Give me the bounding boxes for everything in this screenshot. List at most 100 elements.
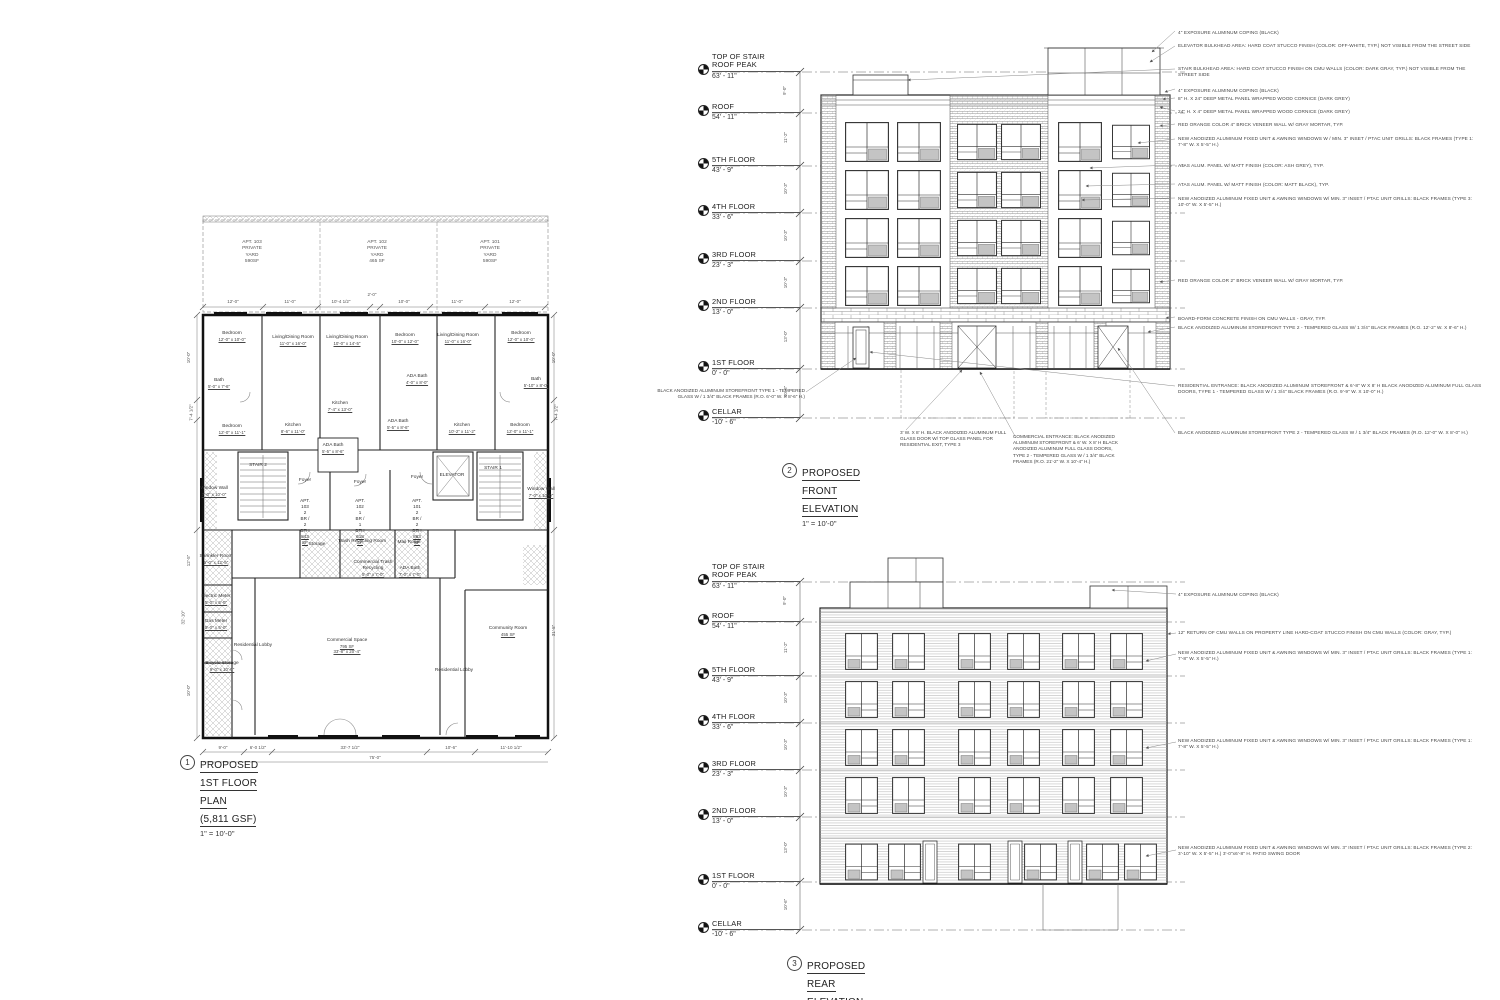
drawing-number: 3 [787, 956, 802, 971]
plan-dim: 10'-0" [186, 351, 192, 364]
plan-dim: 6'-0 1/2" [249, 745, 267, 750]
room-label: Mail Room [397, 540, 421, 545]
plan-dim: 12'-0" [509, 299, 521, 304]
elevation-note: RED ORANGE COLOR 4" BRICK VENEER WALL W/… [1178, 122, 1344, 127]
floor-height-dim: 10'-3" [783, 229, 789, 242]
datum-icon [698, 715, 709, 726]
elevation-note: BLACK ANODIZED ALUMINUM STOREFRONT TYPE … [657, 388, 805, 400]
plan-dim: 12'-0" [227, 299, 239, 304]
elevation-note: STAIR BULKHEAD AREA: HARD COAT STUCCO FI… [1178, 66, 1466, 78]
datum-icon [698, 809, 709, 820]
datum-icon [698, 64, 709, 75]
plan-dim: 12'-5" [186, 554, 192, 567]
plan-dim: 7'-4 1/2" [188, 404, 194, 421]
plan-dim: 10'-0" [398, 299, 410, 304]
datum-icon [698, 922, 709, 933]
floor-height-dim: 11'-2" [783, 131, 789, 144]
room-label: Residential Lobby [434, 668, 474, 673]
front-elevation-linework [712, 30, 1185, 439]
drawing-title: PROPOSED 1ST FLOOR PLAN (5,811 GSF) [200, 760, 259, 827]
front-leader-lines [805, 30, 1176, 439]
floor-height-dim: 10'-3" [783, 785, 789, 798]
floor-height-dim: 10'-6" [783, 898, 789, 911]
plan-dim: 11'-10 1/2" [500, 745, 522, 750]
datum-icon [698, 410, 709, 421]
room-label: Trash Recycling Room [337, 539, 387, 544]
drawing-number: 2 [782, 463, 797, 478]
plan-total-dim: 75'-0" [369, 755, 381, 760]
plan-dim: 10'-6" [445, 745, 457, 750]
front-entry-doors [852, 325, 1129, 369]
level-marker: CELLAR-10' - 6" [698, 919, 800, 939]
room-label: Residential Lobby [233, 643, 273, 648]
datum-icon [698, 361, 709, 372]
floor-height-dim: 13'-0" [783, 330, 789, 343]
rear-patio-doors [922, 840, 1083, 884]
room-label: STAIR 1 [484, 466, 502, 471]
plan-dim: 9'-0" [218, 745, 228, 750]
front-elevation-title: 2 PROPOSED FRONT ELEVATION 1" = 10'-0" [782, 463, 861, 528]
elevation-note: ATAS ALUM. PANEL W/ MATT FINISH (COLOR: … [1178, 182, 1330, 187]
datum-icon [698, 874, 709, 885]
drawing-scale: 1" = 10'-0" [802, 518, 837, 528]
elevation-note: NEW ANODIZED ALUMINUM FIXED UNIT & AWNIN… [1178, 650, 1473, 662]
plan-dim: 31'-5" [551, 624, 557, 637]
datum-icon [698, 253, 709, 264]
rear-elevation-linework [712, 557, 1185, 935]
elevation-note: RED ORANGE COLOR 2" BRICK VENEER WALL W/… [1178, 278, 1344, 283]
floor-plan-linework [193, 215, 558, 763]
elevation-note: BLACK ANODIZED ALUMINUM STOREFRONT TYPE … [1178, 430, 1468, 435]
plan-dim: 10'-0" [551, 351, 557, 364]
elevation-note: 3' W. X 8' H. BLACK ANODIZED ALUMINUM FU… [900, 430, 1007, 448]
plan-dim: 7'-4 1/2" [553, 404, 559, 421]
rear-roof-bulkheads [849, 557, 1168, 609]
elevation-note: 4" EXPOSURE ALUMINUM COPING (BLACK) [1178, 592, 1279, 597]
level-marker: CELLAR-10' - 6" [698, 407, 800, 427]
plan-dim: 11'-0" [451, 299, 463, 304]
datum-icon [698, 205, 709, 216]
plan-door-swings [231, 391, 511, 736]
elevation-note: NEW ANODIZED ALUMINUM FIXED UNIT & AWNIN… [1178, 136, 1474, 148]
floor-height-dim: 10'-3" [783, 691, 789, 704]
floor-height-dim: 13'-0" [783, 841, 789, 854]
elevation-note: 8" H. X 24" DEEP METAL PANEL WRAPPED WOO… [1178, 96, 1350, 101]
datum-icon [698, 158, 709, 169]
drawing-scale: 1" = 10'-0" [200, 828, 235, 838]
plan-exterior-walls [201, 313, 550, 740]
room-label: Foyer [410, 475, 424, 480]
elevation-note: BOARD-FORM CONCRETE FINISH ON CMU WALLS … [1178, 316, 1326, 321]
